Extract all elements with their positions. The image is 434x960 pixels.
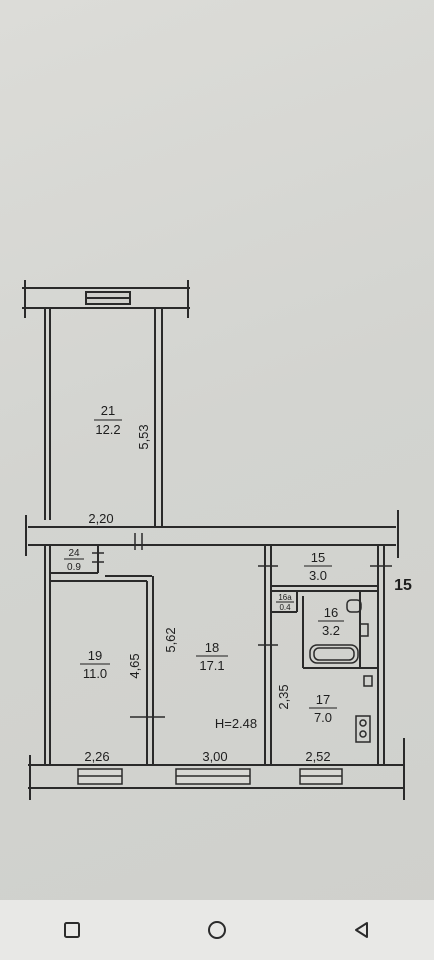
room-16a-number: 16a — [278, 593, 292, 602]
dim-room19-length: 4,65 — [127, 653, 142, 678]
room-label-21: 21 12.2 — [94, 403, 122, 437]
home-button[interactable] — [187, 900, 247, 960]
back-button[interactable] — [332, 900, 392, 960]
triangle-back-icon — [354, 922, 368, 938]
room-24-number: 24 — [68, 548, 80, 559]
room-16-number: 16 — [324, 605, 338, 620]
recents-button[interactable] — [42, 900, 102, 960]
room-label-24: 24 0.9 — [64, 548, 84, 573]
dim-room18-length: 5,62 — [163, 627, 178, 652]
balcony-rail-top — [22, 280, 190, 318]
room-17-area: 7.0 — [314, 710, 332, 725]
dim-room17-length: 2,35 — [276, 684, 291, 709]
apartment-number: 15 — [394, 577, 412, 594]
dim-balcony-length: 5,53 — [136, 424, 151, 449]
outer-walls — [25, 510, 405, 800]
room-21-area: 12.2 — [95, 422, 120, 437]
room-18-area: 17.1 — [199, 658, 224, 673]
sink-icon — [346, 599, 369, 637]
kitchen-sink-icon — [363, 675, 373, 687]
room-label-16a: 16a 0.4 — [276, 593, 294, 612]
bathtub-icon — [309, 644, 359, 664]
ceiling-height: H=2.48 — [215, 716, 257, 731]
room-18-number: 18 — [205, 640, 219, 655]
room-16-area: 3.2 — [322, 623, 340, 638]
room-21-number: 21 — [101, 403, 115, 418]
dim-room18-width: 3,00 — [202, 749, 227, 764]
room-19-number: 19 — [88, 648, 102, 663]
bottom-windows — [77, 768, 343, 785]
room-label-18: 18 17.1 — [196, 640, 228, 673]
room-label-17: 17 7.0 — [309, 692, 337, 725]
room-label-16: 16 3.2 — [318, 605, 344, 638]
dim-room17-width: 2,52 — [305, 749, 330, 764]
tick-marks — [92, 533, 392, 718]
square-icon — [64, 922, 81, 938]
room-15-number: 15 — [311, 550, 325, 565]
stove-icon — [355, 715, 371, 743]
dim-room19-width: 2,26 — [84, 749, 109, 764]
dim-corridor-width: 2,20 — [88, 511, 113, 526]
room-19-area: 11.0 — [83, 666, 107, 681]
room-21-walls — [44, 308, 163, 526]
room-label-15: 15 3.0 — [304, 550, 332, 583]
room-16a-area: 0.4 — [279, 603, 291, 612]
room-label-19: 19 11.0 — [80, 648, 110, 681]
floor-plan: 21 12.2 24 0.9 19 11.0 18 17.1 15 3.0 16… — [22, 280, 412, 800]
room-24-area: 0.9 — [67, 562, 81, 573]
system-navigation-bar — [0, 900, 434, 960]
room-15-area: 3.0 — [309, 568, 327, 583]
circle-icon — [207, 921, 226, 939]
room-17-number: 17 — [316, 692, 330, 707]
